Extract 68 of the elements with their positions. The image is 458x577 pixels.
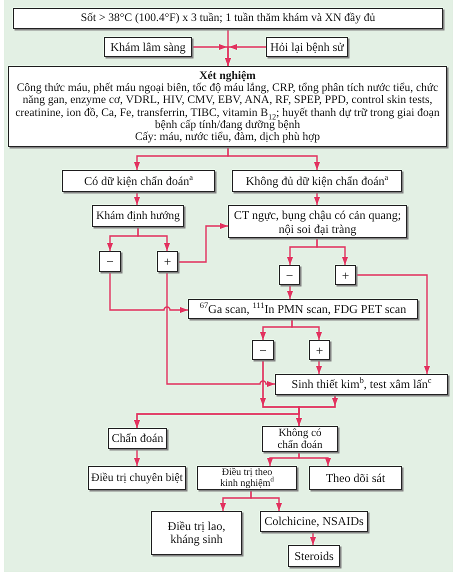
process-box	[262, 426, 338, 452]
process-box	[88, 466, 186, 490]
result-sign: −	[259, 344, 267, 356]
result-sign: +	[316, 344, 324, 356]
process-box	[104, 37, 192, 57]
process-box	[309, 466, 402, 490]
box-text: Steroids	[294, 550, 334, 562]
arrow	[225, 44, 266, 66]
arrow	[287, 285, 293, 299]
process-box	[232, 170, 402, 192]
process-box	[108, 428, 167, 449]
box-text: Chẩn đoán	[112, 432, 164, 445]
result-sign: +	[164, 255, 172, 268]
result-box	[335, 265, 356, 285]
result-box	[99, 251, 121, 272]
box-text: Không có chẩn đoán	[276, 427, 324, 451]
process-box	[151, 511, 242, 555]
result-box	[252, 340, 274, 360]
result-box	[309, 340, 330, 360]
box-text: Khám định hướng	[96, 210, 180, 222]
process-box	[260, 511, 368, 532]
box-text: Colchicine, NSAIDs	[264, 515, 364, 528]
arrow	[356, 274, 430, 374]
process-box	[62, 170, 215, 192]
box-text: Không đủ dữ kiện chẩn đoán$^{a}$	[246, 174, 388, 188]
process-box	[266, 37, 348, 57]
box-text: Theo dõi sát	[326, 472, 386, 484]
box-text: CT ngực, bụng chậu có cản quang; nội soi đại tràng	[232, 208, 402, 236]
result-box	[157, 251, 178, 272]
box-text: Khám lâm sàng	[110, 40, 186, 54]
box-text: $^{67}$Ga scan, $^{111}$In PMN scan, FDG PET scan	[200, 302, 406, 316]
process-box	[288, 545, 340, 567]
process-box	[197, 466, 297, 490]
arrow	[134, 192, 140, 205]
arrow	[137, 227, 170, 251]
arrow	[178, 223, 228, 263]
box-text: Điều trị lao, kháng sinh	[166, 520, 226, 546]
result-sign: −	[106, 255, 114, 268]
process-box	[188, 299, 418, 319]
arrow	[298, 452, 331, 466]
arrow	[166, 272, 275, 387]
box-text: Điều trị chuyên biệt	[91, 472, 183, 484]
arrow	[316, 238, 348, 265]
box-text: Sinh thiết kim$^{b}$, test xâm lấn$^{c}$	[292, 378, 432, 391]
arrow	[316, 360, 322, 374]
arrow	[134, 449, 140, 466]
box-text: Hỏi lại bệnh sử	[270, 40, 344, 54]
box-heading: Xét nghiệm	[199, 70, 256, 82]
process-box	[92, 205, 184, 227]
process-box	[8, 66, 447, 147]
box-text: Công thức máu, phết máu ngoại biên, tốc độ máu lắng, CRP, tổng phân tích nước tiểu, chức năng gan, enzyme cơ, VDRL, HIV, CMV, EBV, ANA, RF, SPEP, PPD, control skin tests, creatinine, ion đồ, Ca, Fe, transferrin, TIBC, vitamin B$_{12}$; huyết thanh dự trữ trong giai đoạn bệnh cấp tính/đang dưỡng bệnh	[14, 82, 441, 132]
arrow	[296, 395, 336, 426]
box-text: Điều trị theo kinh nghiệm$^{d}$	[219, 467, 275, 489]
arrow	[291, 319, 322, 340]
arrow	[314, 192, 320, 205]
result-sign: −	[286, 268, 294, 282]
process-box	[275, 374, 448, 395]
box-text: Sốt > 38°C (100.4°F) x 3 tuần; 1 tuần thăm khám và XN đầy đủ	[80, 12, 376, 25]
process-box	[13, 8, 443, 29]
arrow	[310, 532, 316, 545]
box-text: Cấy: máu, nước tiểu, đàm, dịch phù hợp	[134, 131, 320, 144]
arrow	[109, 272, 188, 313]
arrow	[250, 490, 282, 511]
result-sign: +	[342, 268, 350, 282]
result-box	[279, 265, 300, 285]
process-box	[228, 205, 407, 238]
box-text: Có dữ kiện chẩn đoán$^{a}$	[84, 174, 193, 188]
arrow	[227, 147, 320, 170]
